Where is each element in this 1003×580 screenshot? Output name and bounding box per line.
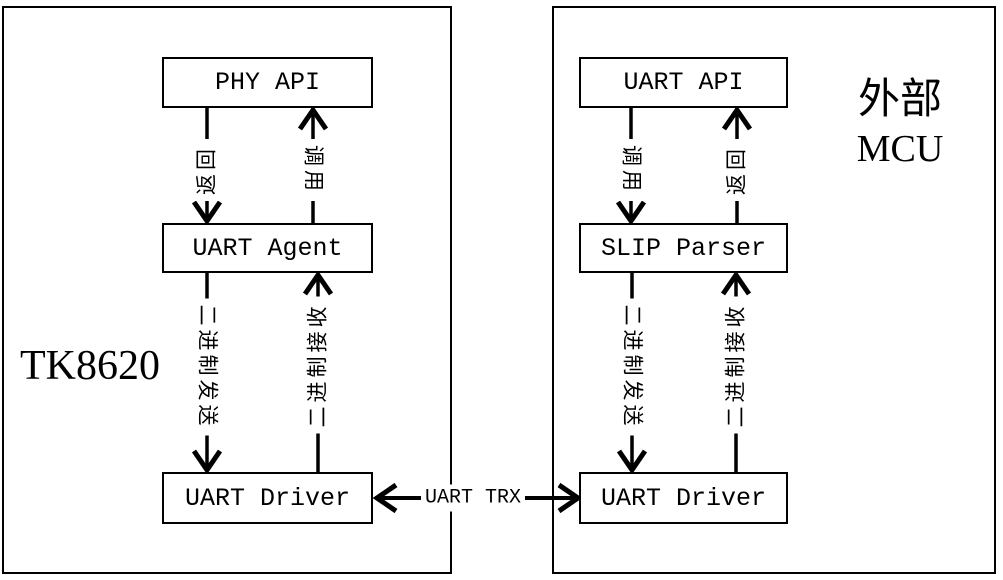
right-return-arrow-label: 返回 [724,139,750,201]
slip-parser-label: SLIP Parser [600,233,767,263]
left-binary-send-arrow-label: 二进制发送 [194,298,220,436]
uart-agent-box: UART Agent [162,223,373,273]
uart-driver-left-box: UART Driver [162,472,373,524]
slip-parser-box: SLIP Parser [579,223,788,273]
phy-api-label: PHY API [214,68,321,97]
external-mcu-title: 外部 MCU [835,74,965,172]
left-call-arrow-label: 调用 [300,139,326,201]
external-mcu-title-line2: MCU [856,127,944,170]
uart-driver-right-box: UART Driver [579,472,788,524]
uart-agent-label: UART Agent [192,233,343,263]
right-binary-receive-arrow-label: 二进制接收 [723,296,749,434]
left-return-arrow-label: 返回 [194,139,220,201]
external-mcu-container-box [552,6,996,574]
tk8620-title: TK8620 [20,343,160,389]
uart-trx-label: UART TRX [420,484,526,512]
phy-api-box: PHY API [162,57,373,108]
uart-api-label: UART API [623,68,744,97]
right-binary-send-arrow-label: 二进制发送 [619,298,645,436]
tk8620-container-box [2,6,452,574]
external-mcu-title-line1: 外部 [857,77,942,123]
left-binary-receive-arrow-label: 二进制接收 [305,296,331,434]
right-call-arrow-label: 调用 [618,139,644,201]
uart-driver-left-label: UART Driver [184,483,351,513]
uart-api-box: UART API [579,57,788,108]
uart-driver-right-label: UART Driver [600,483,767,513]
